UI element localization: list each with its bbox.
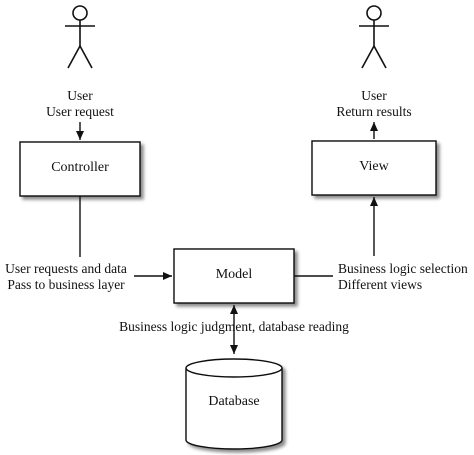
controller-model-label-1: User requests and data	[5, 261, 127, 276]
view-label: View	[359, 159, 389, 174]
model-view-label-1: Business logic selection	[338, 261, 468, 276]
right-user-action: Return results	[336, 104, 412, 119]
database-label: Database	[208, 394, 260, 409]
left-user-name: User	[67, 88, 93, 103]
model-view-label-2: Different views	[338, 277, 423, 292]
user-actor-right	[359, 5, 389, 69]
database-cylinder	[185, 358, 283, 450]
right-user-name: User	[361, 88, 387, 103]
model-label: Model	[215, 267, 253, 282]
model-database-label: Business logic judgment, database readin…	[119, 319, 349, 334]
controller-label: Controller	[51, 160, 109, 175]
left-user-action: User request	[46, 104, 114, 119]
user-actor-left	[65, 5, 95, 69]
view-box	[311, 140, 437, 196]
controller-model-label-2: Pass to business layer	[7, 277, 125, 292]
